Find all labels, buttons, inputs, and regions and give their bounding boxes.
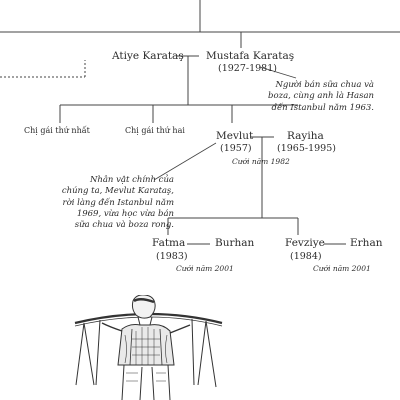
person-years-fevziye: (1984): [290, 251, 322, 262]
person-name-sister2: Chị gái thứ hai: [125, 126, 185, 135]
note-line: Nhân vật chính của: [89, 175, 174, 185]
note-pointer-line: [259, 66, 297, 79]
person-years-fatma: (1983): [156, 251, 188, 262]
note-line: 1969, vừa học vừa bán: [76, 208, 174, 219]
marriage-date-fevziye-erhan: Cưới năm 2001: [313, 264, 371, 273]
note-pointer-line: [153, 142, 217, 181]
person-name-rayiha: Rayiha: [287, 130, 324, 142]
marriage-date-mevlut-rayiha: Cưới năm 1982: [232, 157, 290, 166]
person-name-fevziye: Fevziye: [285, 237, 325, 249]
person-name-sister1: Chị gái thứ nhất: [24, 126, 90, 135]
note-mustafa: Người bán sữa chua và boza, cùng anh là …: [268, 80, 374, 114]
person-name-mustafa: Mustafa Karataş: [206, 50, 295, 62]
person-years-mevlut: (1957): [220, 143, 252, 154]
note-line: boza, cùng anh là Hasan: [268, 91, 374, 102]
person-name-mevlut: Mevlut: [216, 130, 254, 142]
boza-vendor-illustration: [74, 295, 223, 400]
person-years-rayiha: (1965-1995): [277, 143, 336, 154]
person-name-erhan: Erhan: [350, 237, 383, 249]
person-name-burhan: Burhan: [215, 237, 255, 249]
note-mevlut: Nhân vật chính của chúng ta, Mevlut Kara…: [46, 175, 174, 231]
person-name-fatma: Fatma: [152, 237, 186, 249]
marriage-date-fatma-burhan: Cưới năm 2001: [176, 264, 234, 273]
note-line: chúng ta, Mevlut Karataş,: [61, 186, 174, 197]
note-line: Người bán sữa chua và: [275, 80, 374, 90]
note-line: rời làng đến Istanbul năm: [62, 197, 174, 208]
person-name-atiye: Atiye Karataş: [112, 50, 184, 62]
note-line: sữa chua và boza rong.: [74, 220, 174, 231]
note-line: đến Istanbul năm 1963.: [271, 102, 375, 113]
person-years-mustafa: (1927-1981): [218, 63, 277, 74]
